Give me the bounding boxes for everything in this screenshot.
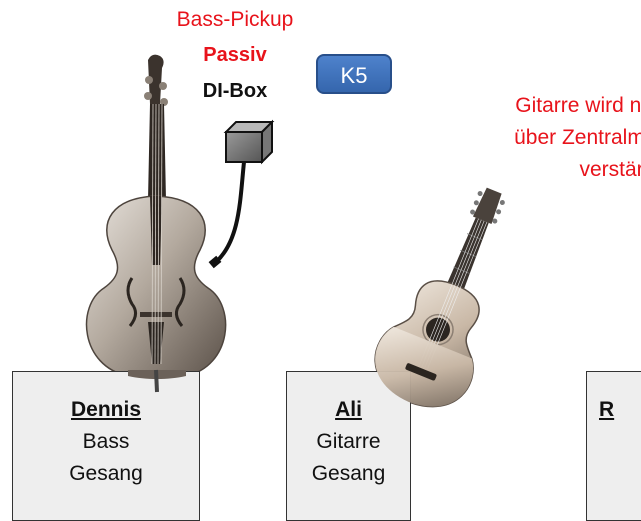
musician-name: R	[599, 398, 615, 421]
channel-badge: K5	[316, 54, 392, 94]
guitar-note: Gitarre wird nur über Zentralmic verstär…	[420, 90, 641, 186]
di-box-label: DI-Box	[202, 80, 268, 102]
musician-role: Gitarre	[316, 430, 381, 453]
musician-box-ali: Ali Gitarre Gesang	[286, 371, 411, 521]
musician-role: Gesang	[311, 462, 386, 485]
guitar-note-line-2: über Zentralmic	[514, 126, 641, 149]
musician-role: Gesang	[69, 462, 143, 485]
pickup-type: Passiv	[203, 44, 267, 66]
pickup-title: Bass-Pickup	[176, 8, 294, 31]
musician-name: Ali	[335, 398, 362, 421]
double-bass-icon	[85, 54, 227, 393]
guitar-note-line-3: verstärkt	[579, 158, 641, 181]
musician-role: Bass	[82, 430, 130, 453]
cable-icon	[214, 161, 246, 264]
guitar-note-line-1: Gitarre wird nur	[515, 94, 641, 117]
musician-box-third: R	[586, 371, 641, 521]
musician-box-dennis: Dennis Bass Gesang	[12, 371, 200, 521]
musician-name: Dennis	[70, 398, 141, 421]
di-box-icon	[223, 119, 275, 165]
